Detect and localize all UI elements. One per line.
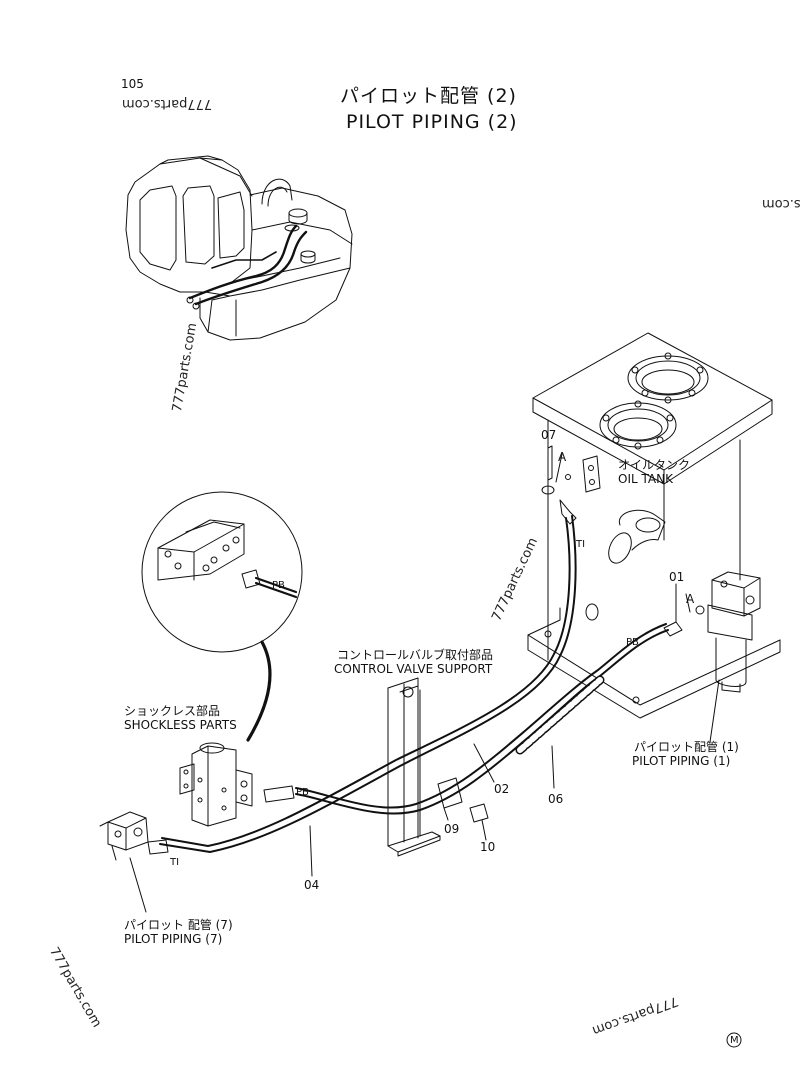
pilot-valve-illustration bbox=[100, 812, 148, 860]
part-number-09: 09 bbox=[444, 822, 460, 836]
shockless-valve-illustration bbox=[180, 743, 252, 826]
hoses bbox=[148, 486, 682, 854]
port-ti-top: TI bbox=[576, 539, 586, 550]
control-valve-support-illustration bbox=[388, 678, 488, 856]
port-a-right: A bbox=[686, 592, 695, 606]
page-title-jp: パイロット配管 (2) bbox=[340, 85, 517, 107]
part-number-06: 06 bbox=[548, 792, 564, 806]
pilot-piping-7-label-jp: パイロット 配管 (7) bbox=[124, 918, 233, 932]
oil-tank-illustration bbox=[528, 333, 780, 718]
page-title-en: PILOT PIPING (2) bbox=[346, 111, 518, 133]
pilot-filter-illustration bbox=[696, 572, 760, 692]
shockless-parts-label-en: SHOCKLESS PARTS bbox=[124, 718, 237, 732]
port-pb-detail: PB bbox=[272, 580, 285, 591]
detail-circle bbox=[142, 492, 302, 740]
oil-tank-label-en: OIL TANK bbox=[618, 472, 673, 486]
control-valve-support-label-en: CONTROL VALVE SUPPORT bbox=[334, 662, 493, 676]
pilot-piping-1-label-en: PILOT PIPING (1) bbox=[632, 754, 731, 768]
leader-lines bbox=[130, 442, 719, 912]
part-number-10: 10 bbox=[480, 840, 496, 854]
shockless-parts-label-jp: ショックレス部品 bbox=[124, 704, 221, 718]
port-a-top: A bbox=[558, 450, 567, 464]
pilot-piping-1-label-jp: パイロット配管 (1) bbox=[634, 740, 739, 754]
watermark-top-left: 777parts.com bbox=[122, 96, 213, 111]
part-number-01: 01 bbox=[669, 570, 685, 584]
port-pb-center: PB bbox=[296, 787, 309, 798]
part-number-02: 02 bbox=[494, 782, 510, 796]
watermark-right-edge: s.com bbox=[762, 196, 800, 211]
control-valve-support-label-jp: コントロールバルブ取付部品 bbox=[337, 648, 494, 662]
oil-tank-label-jp: オイルタンク bbox=[618, 458, 691, 472]
port-ti-bottom: TI bbox=[170, 857, 180, 868]
page-number: 105 bbox=[121, 77, 144, 91]
part-number-04: 04 bbox=[304, 878, 320, 892]
part-number-07: 07 bbox=[541, 428, 557, 442]
mark-symbol: M bbox=[730, 1035, 739, 1046]
excavator-overview-illustration bbox=[126, 156, 352, 340]
mark-circle bbox=[727, 1033, 741, 1047]
pilot-piping-7-label-en: PILOT PIPING (7) bbox=[124, 932, 223, 946]
port-pb-right: PB bbox=[626, 637, 639, 648]
